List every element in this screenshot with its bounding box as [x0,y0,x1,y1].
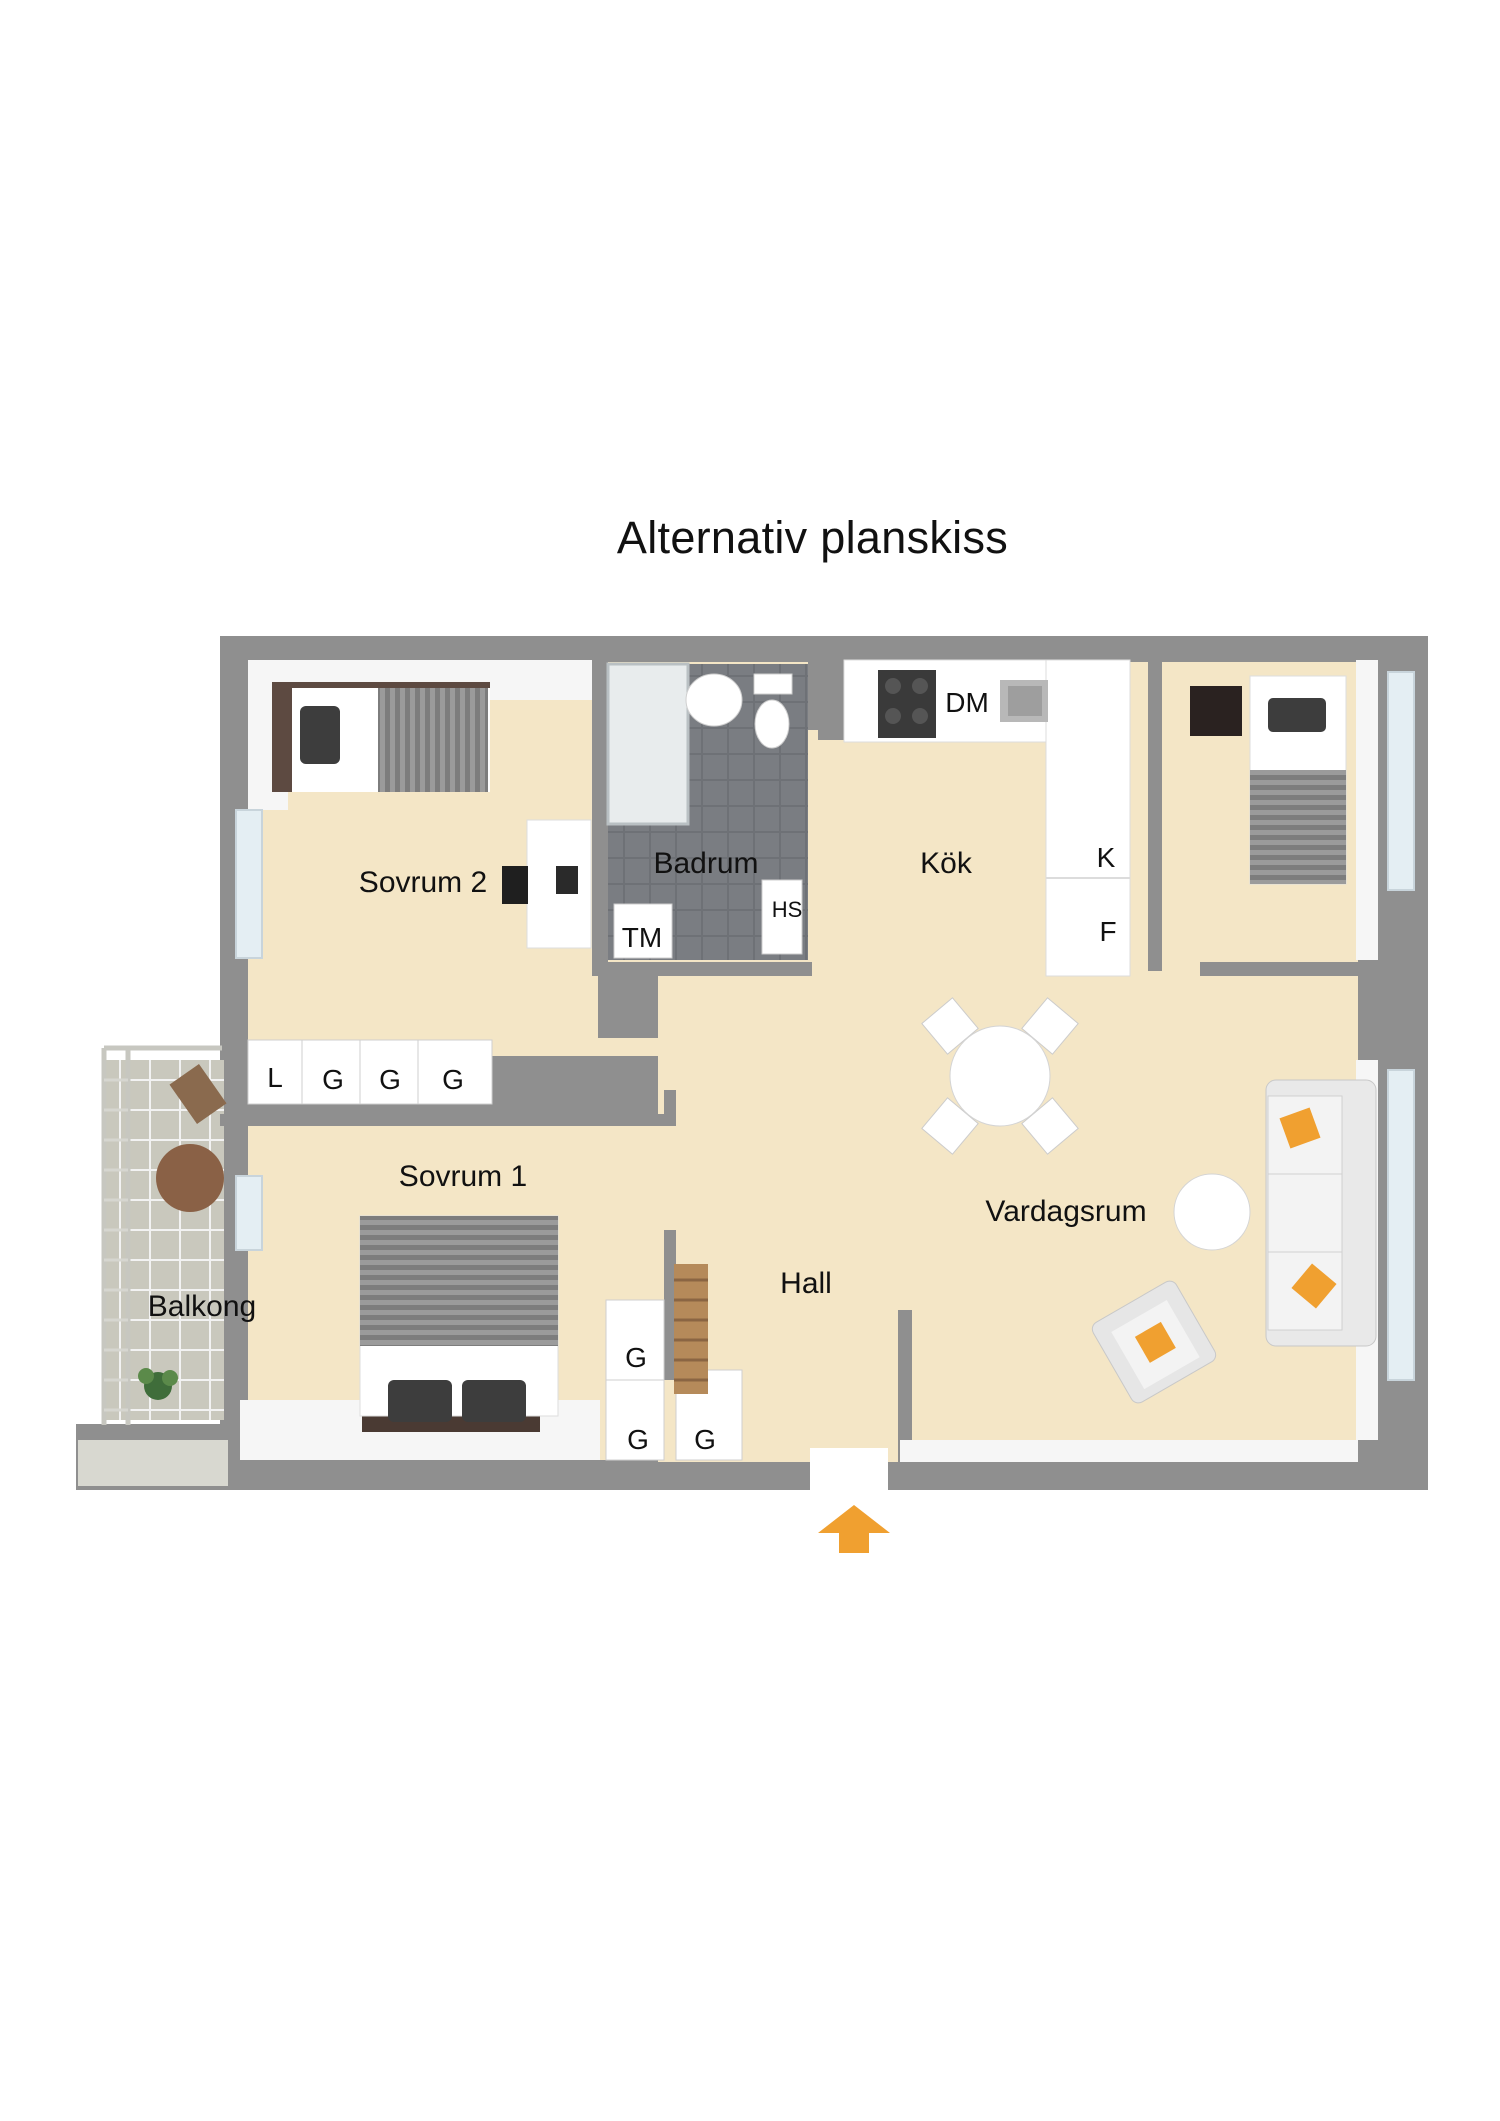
bed-sovrum2 [272,682,490,792]
fixture-label-k: K [1096,842,1116,873]
windows [235,671,1415,1381]
shoe-rack [674,1264,708,1394]
bathroom-fixtures [606,662,803,959]
wardrobe-row [247,1039,493,1105]
balcony-table [156,1144,224,1212]
bed-right-bedroom [1190,675,1347,885]
fixture-label-g-wardrobe-3: G [442,1064,464,1095]
room-label-kok: Kök [920,847,972,880]
washbasin [685,673,743,727]
fixture-label-dm: DM [945,687,989,718]
room-label-sovrum1: Sovrum 1 [398,1160,528,1193]
room-label-hall: Hall [780,1267,832,1300]
stove [878,670,936,738]
fixture-label-g-hall-2: G [627,1424,649,1455]
balcony [78,1045,228,1486]
coffee-table [1173,1173,1251,1251]
entrance-opening [810,1448,888,1490]
fixture-label-l: L [267,1062,283,1093]
interior-walls [220,655,1428,1480]
room-label-vardagsrum: Vardagsrum [985,1195,1147,1228]
room-label-badrum: Badrum [653,847,759,880]
fixture-label-g-wardrobe-2: G [379,1064,401,1095]
sofa [1265,1079,1377,1347]
entrance-arrow-icon [818,1505,890,1553]
desk-sovrum2 [502,819,592,949]
room-label-balkong: Balkong [147,1290,257,1323]
room-label-sovrum2: Sovrum 2 [358,866,488,899]
fixture-label-f: F [1099,916,1117,947]
fixture-label-g-hall-1: G [625,1342,647,1373]
fixture-label-g-wardrobe-1: G [322,1064,344,1095]
plant-icon [138,1368,178,1400]
bed-sovrum1 [359,1215,559,1432]
fixture-label-hs: HS [771,897,803,922]
balcony-chair [169,1064,227,1124]
shower [606,662,690,826]
fixture-label-tm: TM [621,922,663,953]
dining-set [921,997,1079,1155]
fixture-label-g-hall-3: G [694,1424,716,1455]
floor-areas [248,662,1358,1462]
kitchen-counter [843,659,1131,977]
cabinet-hs [761,879,803,955]
hall-wardrobes [605,1299,743,1461]
page-title: Alternativ planskiss [616,512,1009,563]
toilet [754,699,790,749]
armchair [1091,1280,1217,1404]
washing-machine [613,903,673,959]
